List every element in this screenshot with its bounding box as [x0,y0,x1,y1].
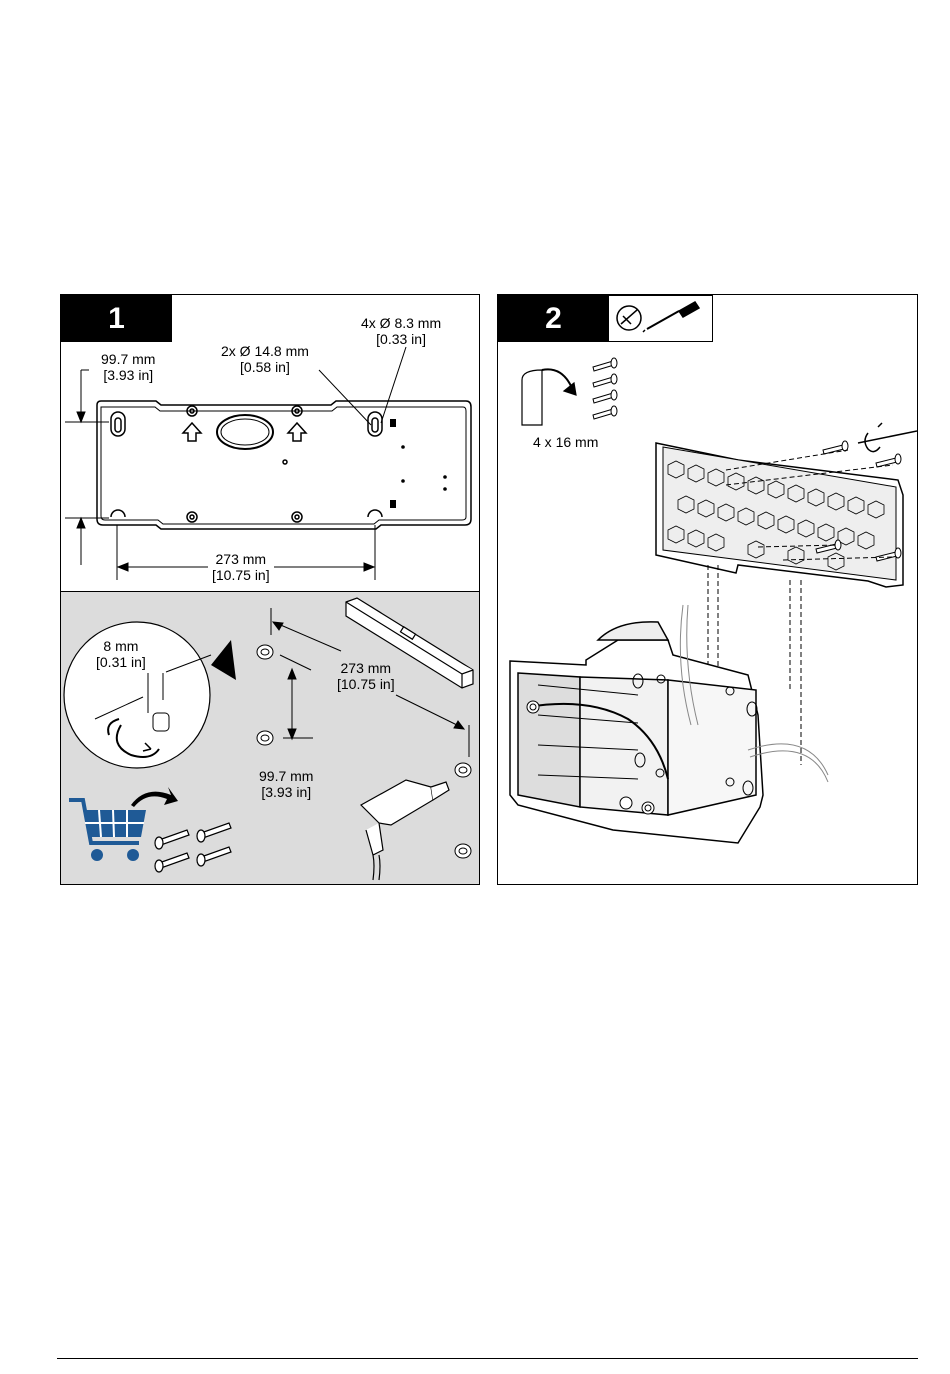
top-offset-label: 99.7 mm [3.93 in] [101,351,155,383]
drill-width-label: 273 mm [10.75 in] [337,660,395,692]
slot-hole-label: 4x Ø 8.3 mm [0.33 in] [361,315,441,347]
screw-icon [155,823,231,872]
screw-size-label: 4 x 16 mm [533,434,598,450]
shopping-cart-icon [69,787,178,861]
screw-icon [593,358,617,419]
controller-mounting-drawing [498,295,917,884]
drill-icon [361,780,449,880]
center-hole-label: 2x Ø 14.8 mm [0.58 in] [221,343,309,375]
rotate-arrow-icon [858,423,917,452]
footer-divider [57,1358,918,1359]
screw-gap-label: 8 mm [0.31 in] [96,638,146,670]
drill-height-label: 99.7 mm [3.93 in] [259,768,313,800]
step-1-panel: 1 [60,294,480,885]
plate-width-label: 273 mm [10.75 in] [208,551,274,583]
step-2-panel: 2 [497,294,918,885]
